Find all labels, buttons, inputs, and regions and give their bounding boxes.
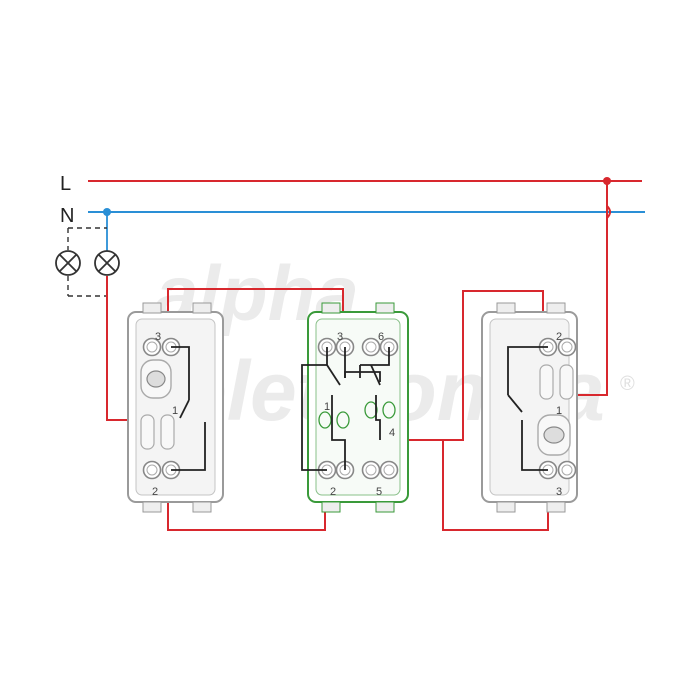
switch-mid-terminal-6: 6 [378, 331, 384, 343]
switch-mid-terminal-4: 4 [389, 427, 395, 439]
switch-left-terminal-3: 3 [155, 331, 161, 343]
switch-left-terminal-1: 1 [172, 405, 178, 417]
switch-left-terminal-2: 2 [152, 486, 158, 498]
switch-right-terminal-2: 2 [556, 331, 562, 343]
switch-mid-terminal-5: 5 [376, 486, 382, 498]
lamp-icon [94, 250, 120, 276]
phase-label: L [60, 173, 71, 195]
switch-mid-terminal-1: 1 [324, 401, 330, 413]
lamp-icon [55, 250, 81, 276]
watermark-mark: ® [620, 373, 635, 395]
switch-right-terminal-3: 3 [556, 486, 562, 498]
neutral-label: N [60, 205, 74, 227]
switch-left: 3 1 2 [127, 302, 224, 513]
switch-mid-terminal-3: 3 [337, 331, 343, 343]
phase-crossover [606, 205, 611, 219]
switch-middle: 3 6 1 4 2 5 [301, 302, 409, 513]
switch-right-terminal-1: 1 [556, 405, 562, 417]
switch-mid-terminal-2: 2 [330, 486, 336, 498]
switch-right: 2 1 3 [481, 302, 578, 513]
lamps [55, 212, 120, 297]
